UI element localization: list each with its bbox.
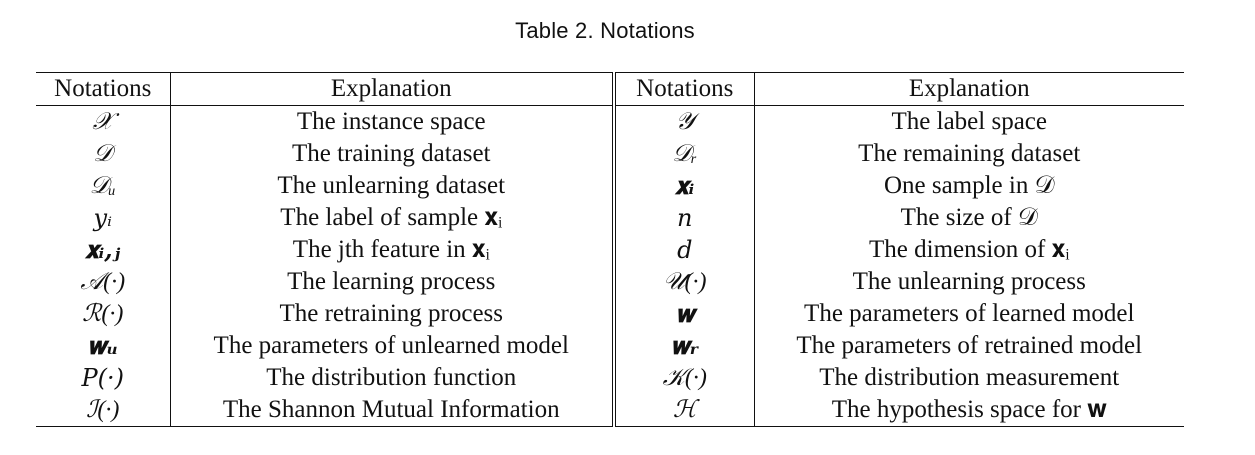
header-notations-left: Notations [36,72,171,106]
explanation-left: The label of sample 𝐱ᵢ [170,202,616,234]
symbol-left: 𝒳 [36,105,171,138]
header-explanation-right: Explanation [908,75,1030,102]
symbol-left: ℛ(·) [36,298,171,330]
symbol-left: 𝐱ᵢ,ⱼ [36,234,171,266]
symbol-right: 𝒴 [614,105,755,138]
table-row: ℛ(·) The retraining process 𝐰 The parame… [36,298,1184,330]
symbol-left: ℐ(·) [36,394,171,427]
table-row: 𝒳 The instance space 𝒴 The label space [36,105,1184,138]
table-row: yᵢ The label of sample 𝐱ᵢ n The size of … [36,202,1184,234]
table-row: 𝒜(·) The learning process 𝒰(·) The unlea… [36,266,1184,298]
symbol-right: 𝐰ᵣ [614,330,755,362]
explanation-left: The retraining process [170,298,616,330]
explanation-right: The parameters of learned model [804,300,1135,327]
explanation-right: The parameters of retrained model [796,332,1143,359]
symbol-left: 𝒜(·) [36,266,171,298]
table-row: 𝐰ᵤ The parameters of unlearned model 𝐰ᵣ … [36,330,1184,362]
symbol-right: 𝐰 [614,298,755,330]
table-caption: Table 2. Notations [515,18,695,43]
explanation-left: The parameters of unlearned model [170,330,616,362]
explanation-left: The Shannon Mutual Information [170,394,616,427]
symbol-right: 𝒦(·) [614,362,755,394]
explanation-right: The size of 𝒟 [900,204,1038,231]
explanation-left: The learning process [170,266,616,298]
header-explanation-left: Explanation [170,72,616,106]
symbol-right: 𝐱ᵢ [614,170,755,202]
notations-table: Notations Explanation Notations Explanat… [36,72,1184,427]
explanation-right: The unlearning process [852,268,1086,295]
explanation-right: The dimension of 𝐱ᵢ [869,236,1070,263]
explanation-left: The instance space [170,105,616,138]
table-row: P(·) The distribution function 𝒦(·) The … [36,362,1184,394]
symbol-left: 𝐰ᵤ [36,330,171,362]
explanation-right: The distribution measurement [819,364,1120,391]
table-row: ℐ(·) The Shannon Mutual Information ℋ Th… [36,394,1184,427]
symbol-left: yᵢ [36,202,171,234]
explanation-right: The hypothesis space for 𝐰 [831,396,1107,423]
explanation-left: The unlearning dataset [170,170,616,202]
symbol-right: n [614,202,755,234]
symbol-right: 𝒰(·) [614,266,755,298]
table-row: 𝐱ᵢ,ⱼ The jth feature in 𝐱ᵢ d The dimensi… [36,234,1184,266]
symbol-left: 𝒟ᵤ [36,170,171,202]
explanation-right: The remaining dataset [858,140,1081,167]
symbol-right: 𝒟ᵣ [614,138,755,170]
explanation-right: One sample in 𝒟 [883,172,1055,199]
table-row: 𝒟 The training dataset 𝒟ᵣ The remaining … [36,138,1184,170]
explanation-right: The label space [891,108,1047,135]
header-notations-right: Notations [614,72,755,106]
table-row: 𝒟ᵤ The unlearning dataset 𝐱ᵢ One sample … [36,170,1184,202]
explanation-left: The training dataset [170,138,616,170]
explanation-left: The jth feature in 𝐱ᵢ [170,234,616,266]
symbol-left: P(·) [36,362,171,394]
symbol-left: 𝒟 [36,138,171,170]
explanation-left: The distribution function [170,362,616,394]
symbol-right: ℋ [614,394,755,427]
symbol-right: d [614,234,755,266]
header-row: Notations Explanation Notations Explanat… [36,72,1184,106]
